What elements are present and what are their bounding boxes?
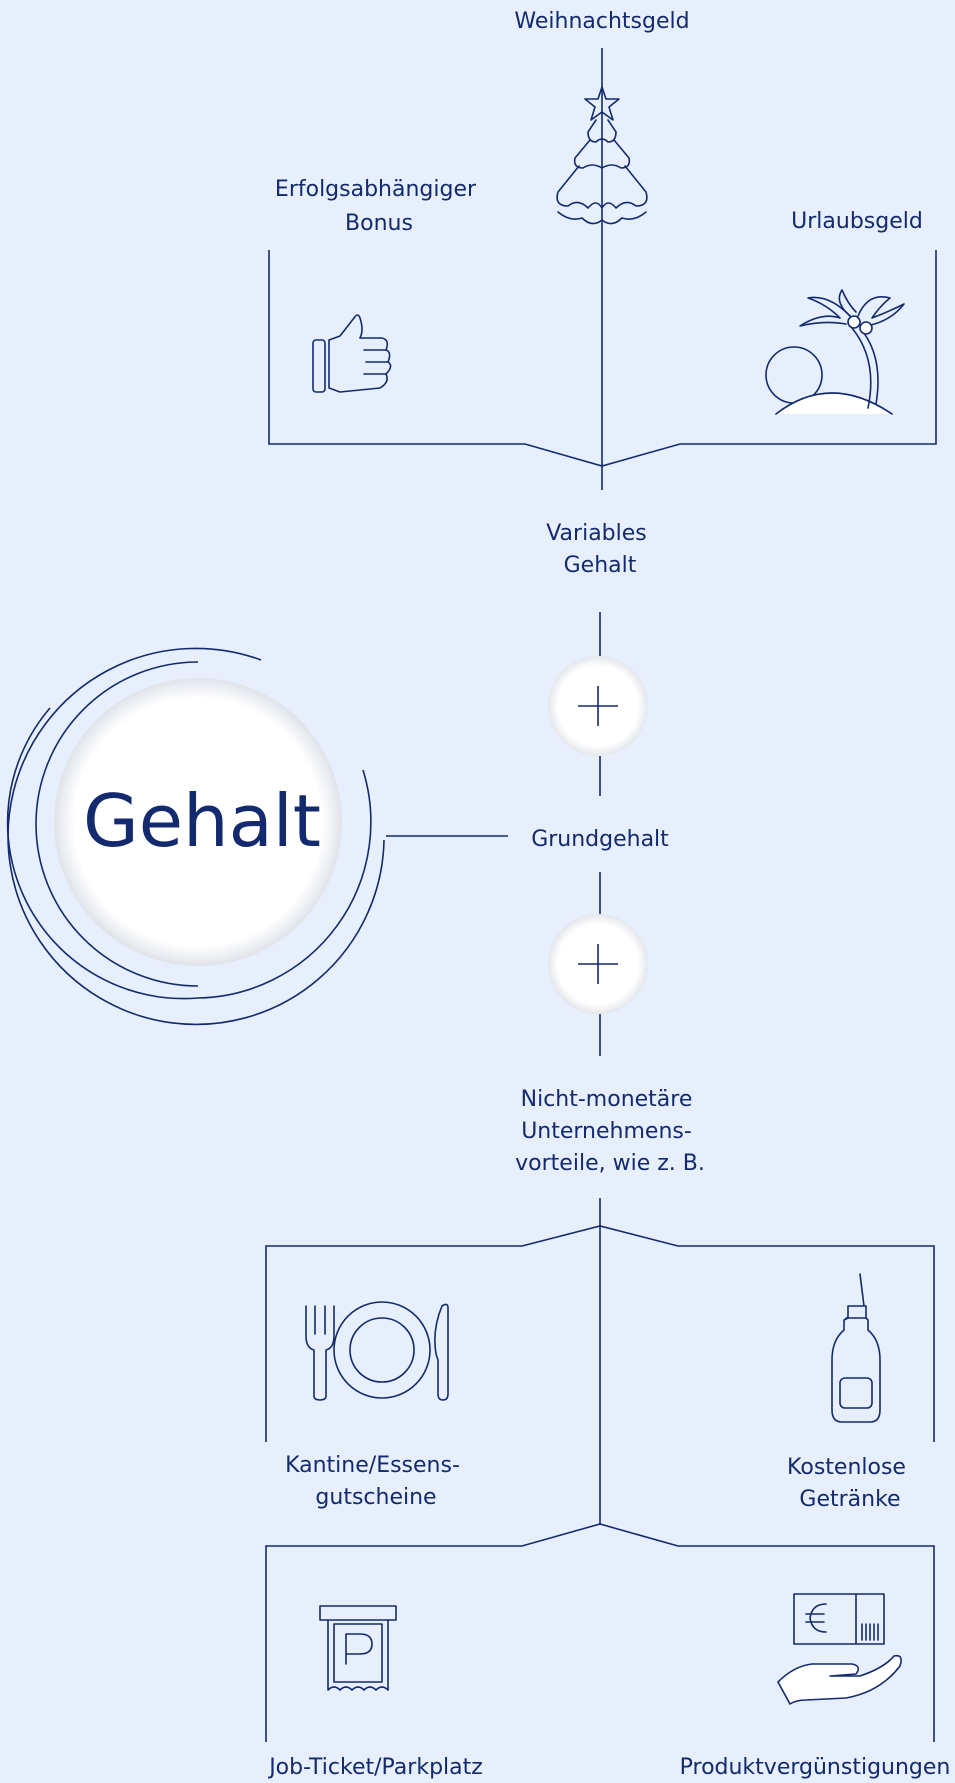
christmas-bonus-label: Weihnachtsgeld [514, 9, 689, 34]
palm-island-icon [765, 289, 905, 415]
bonus-label: Erfolgsabhängiger Bonus [275, 177, 483, 236]
hand-money-icon [777, 1593, 902, 1705]
gehalt-circle [6, 647, 385, 1026]
parking-ticket-icon [319, 1605, 397, 1691]
thumbs-up-icon [312, 314, 392, 393]
benefits-heading: Nicht-monetäre Unternehmens- vorteile, w… [515, 1087, 705, 1176]
gehalt-title: Gehalt [83, 779, 321, 863]
variable-bracket [268, 48, 937, 490]
plus-icon [548, 914, 648, 1014]
bottle-icon [831, 1273, 881, 1423]
base-salary-label: Grundgehalt [531, 827, 669, 852]
plus-icon [548, 656, 648, 756]
discounts-label: Produktvergünstigungen [680, 1755, 951, 1780]
canteen-label: Kantine/Essens- gutscheine [285, 1453, 467, 1510]
variable-salary-heading: Variables Gehalt [546, 521, 654, 578]
holiday-pay-label: Urlaubsgeld [791, 209, 923, 234]
benefits-bracket [265, 1198, 935, 1742]
plate-cutlery-icon [305, 1301, 449, 1401]
drinks-label: Kostenlose Getränke [787, 1455, 913, 1512]
job-ticket-label: Job-Ticket/Parkplatz [267, 1755, 483, 1780]
